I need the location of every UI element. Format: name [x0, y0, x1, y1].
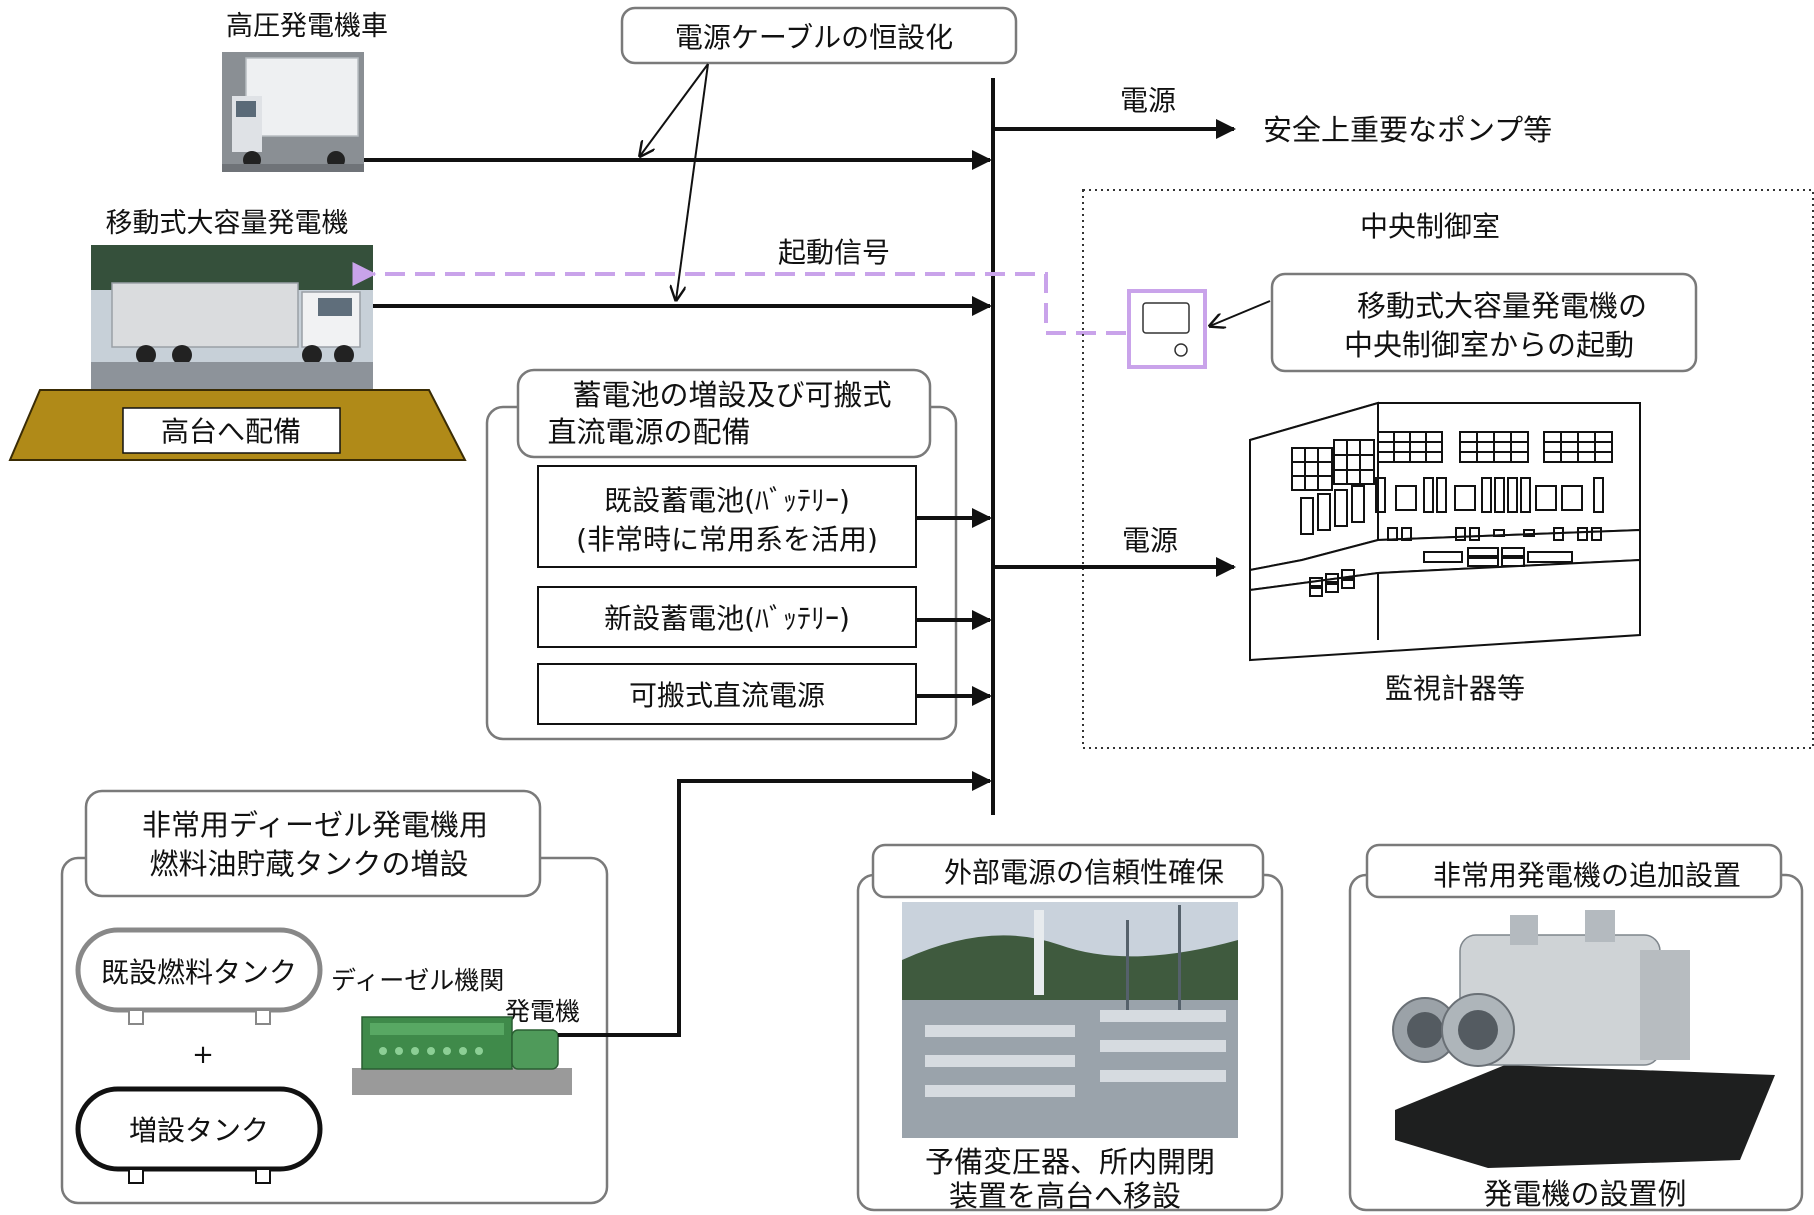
- start-signal-dashed-line: [352, 262, 1126, 335]
- substation-photo: [902, 902, 1238, 1138]
- new-battery-label: 新設蓄電池(ﾊﾞｯﾃﾘｰ): [604, 602, 850, 635]
- new-battery-box: [537, 586, 917, 648]
- highland-label-box: [122, 407, 341, 454]
- portable-dc-label: 可搬式直流電源: [629, 679, 825, 712]
- power-top-label: 電源: [1120, 84, 1176, 117]
- plus-sign: +: [192, 1040, 214, 1070]
- added-fuel-tank: [75, 1086, 323, 1184]
- diesel-feed-line: [558, 771, 992, 1037]
- high-voltage-truck-photo: [222, 52, 364, 172]
- pumps-label: 安全上重要なポンプ等: [1263, 113, 1552, 147]
- control-panel-device: [1127, 289, 1207, 369]
- mobile-generator-photo: [91, 245, 373, 390]
- added-fuel-tank-label: 増設タンク: [129, 1114, 269, 1147]
- control-room-area: [1082, 189, 1814, 749]
- start-from-cr-label-line2: 中央制御室からの起動: [1344, 328, 1634, 362]
- external-caption-line2: 装置を高台へ移設: [949, 1179, 1181, 1213]
- start-from-cr-callout: [1270, 272, 1698, 373]
- cable-callout-pointer-2: [676, 63, 709, 300]
- diesel-engine-label: ディーゼル機関: [331, 966, 504, 995]
- monitoring-label: 監視計器等: [1385, 672, 1525, 705]
- cable-callout-pointer-1: [640, 63, 709, 156]
- cable-install-label: 電源ケーブルの恒設化: [675, 21, 953, 54]
- emergency-header-callout: [1365, 843, 1783, 899]
- portable-dc-box: [537, 663, 917, 725]
- existing-fuel-tank-label: 既設燃料タンク: [101, 956, 297, 989]
- start-signal-label: 起動信号: [778, 236, 890, 269]
- tank-header-callout: [84, 789, 542, 898]
- tank-header-line2: 燃料油貯蔵タンクの増設: [149, 847, 468, 881]
- existing-fuel-tank: [75, 927, 323, 1025]
- high-voltage-truck-label: 高圧発電機車: [226, 11, 388, 42]
- start-callout-pointer: [1210, 300, 1271, 326]
- battery-header-line1: 蓄電池の増設及び可搬式: [572, 378, 891, 412]
- existing-battery-line1: 既設蓄電池(ﾊﾞｯﾃﾘｰ): [604, 484, 850, 517]
- existing-battery-box: [537, 465, 917, 568]
- highland-label: 高台へ配備: [161, 415, 301, 448]
- tank-header-line1: 非常用ディーゼル発電機用: [142, 808, 488, 842]
- control-room-label: 中央制御室: [1360, 210, 1500, 243]
- battery-header-callout: [516, 368, 932, 459]
- power-mid-label: 電源: [1122, 524, 1178, 557]
- generator-label: 発電機: [505, 997, 580, 1026]
- diesel-generator-photo: [352, 1016, 572, 1095]
- external-header-label: 外部電源の信頼性確保: [944, 856, 1224, 889]
- emergency-generator-photo: [1392, 910, 1775, 1168]
- existing-battery-line2: (非常時に常用系を活用): [576, 523, 878, 556]
- battery-header-line2: 直流電源の配備: [547, 415, 750, 449]
- monitoring-console-drawing: [1249, 401, 1641, 662]
- external-caption-line1: 予備変圧器、所内開閉: [925, 1145, 1215, 1179]
- external-header-callout: [871, 843, 1265, 899]
- emergency-header-label: 非常用発電機の追加設置: [1433, 859, 1741, 892]
- emergency-caption: 発電機の設置例: [1483, 1177, 1686, 1211]
- mobile-generator-label: 移動式大容量発電機: [106, 208, 349, 239]
- cable-install-callout: [620, 6, 1018, 65]
- start-from-cr-label-line1: 移動式大容量発電機の: [1357, 289, 1647, 323]
